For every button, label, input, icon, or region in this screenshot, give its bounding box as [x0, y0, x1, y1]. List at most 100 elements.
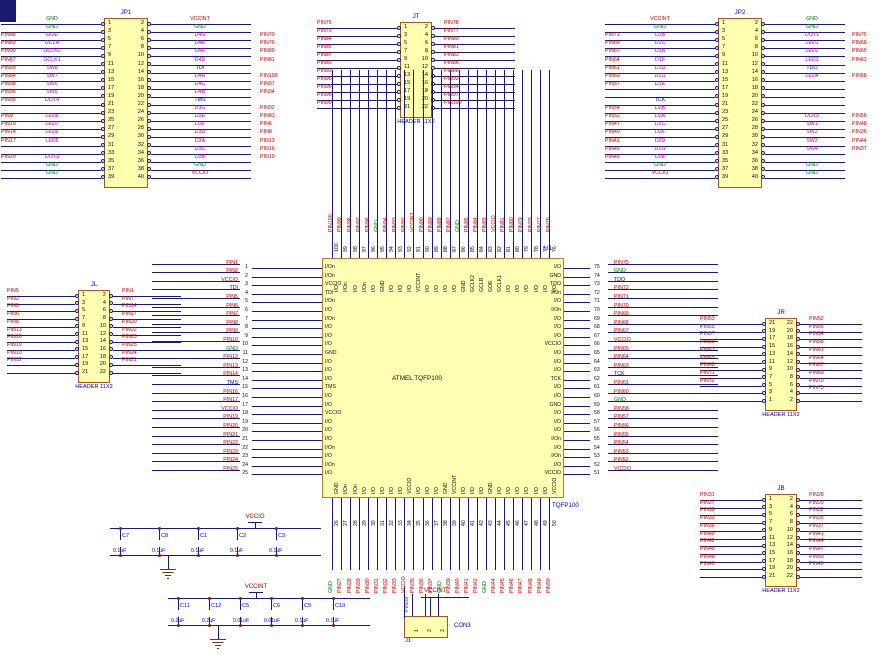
pin-pad-right: [795, 344, 800, 349]
ic-net-wire-top: [513, 70, 514, 190]
ic-net-label-left: PIN25: [223, 465, 238, 472]
signal-label-right: GND: [194, 24, 206, 31]
pin-pad-left: [761, 528, 766, 533]
net-wire-right: [800, 362, 862, 364]
net-wire-left: [1, 177, 101, 179]
ic-inner-name-right: I/O: [554, 324, 561, 331]
pin-pad-left: [100, 53, 105, 58]
net-label-left: PIN5: [7, 288, 19, 294]
ic-pin-wire-left: [252, 422, 322, 424]
ic-net-wire-left: [152, 452, 240, 454]
ic-net-wire-top: [494, 70, 496, 190]
signal-label-left: D2A: [654, 113, 666, 120]
cap-plate-upper: [0, 8, 16, 9]
ic-net-label-left: PIN5: [226, 293, 238, 300]
net-wire-right: [151, 88, 251, 90]
ic-pin-wire-left: [252, 414, 322, 416]
ic-net-wire-right: [608, 289, 718, 291]
pin-number-left: 17: [108, 84, 115, 91]
ic-pin-wire-left: [252, 328, 322, 330]
pin-number-right: 10: [786, 366, 793, 373]
ic-pin-number-left: 11: [242, 350, 248, 356]
ic-net-wire-top: [467, 70, 469, 190]
ic-net-wire-top: [404, 70, 406, 190]
net-label-right: PIN83: [260, 113, 275, 120]
pin-pad-right: [760, 37, 765, 42]
ic-pin-wire-right: [564, 354, 590, 355]
net-wire-right: [800, 339, 862, 341]
connector-body: [404, 616, 448, 638]
ic-pin-number-right: 57: [594, 418, 600, 425]
net-wire-right: [151, 129, 251, 131]
net-wire-right: [765, 177, 845, 179]
pin-pad-left: [761, 390, 766, 395]
net-label-left: PIN57: [700, 331, 715, 338]
pin-number-left: 17: [769, 557, 776, 564]
ic-net-wire-right: [608, 426, 718, 428]
net-wire-right: [151, 113, 251, 115]
signal-label-right: D4C: [194, 80, 206, 87]
pin-pad-left: [396, 25, 401, 30]
cap-ref: C8: [161, 533, 169, 539]
net-wire-right: [151, 145, 251, 147]
signal-label-left: GOE: [46, 32, 58, 39]
signal-label-left: D1F: [654, 56, 666, 63]
net-wire-right: [800, 324, 862, 325]
pin-pad-left: [761, 505, 766, 510]
net-label-right: PIN92: [260, 105, 275, 112]
net-label-right: PIN52: [809, 316, 824, 322]
pin-number-right: 10: [421, 56, 428, 62]
cap-plate-upper: [0, 20, 16, 21]
ic-inner-name-left: I/O: [325, 453, 332, 460]
ic-pin-wire-top: [377, 188, 379, 258]
net-label-left: PIN87: [1, 56, 16, 63]
pin-number-left: 13: [404, 72, 411, 78]
ic-pin-wire-bottom: [368, 498, 370, 570]
pin-pad-right: [795, 566, 800, 571]
ic-inner-name-top: GCLR: [479, 277, 486, 292]
net-label-left: PIN71: [605, 32, 620, 39]
pin-number-right: 36: [751, 157, 758, 164]
net-wire-right: [800, 385, 862, 387]
net-label-right: PIN19: [260, 153, 275, 160]
net-label-left: PIN45: [700, 545, 715, 552]
net-label-right: PIN76: [260, 40, 275, 47]
net-wire-left: [317, 92, 397, 93]
cap-plate-lower: [0, 5, 16, 6]
ic-pin-number-bottom: 27: [343, 520, 350, 526]
pin-number-right: 40: [751, 173, 758, 180]
net-wire-left: [700, 354, 762, 356]
ic-ref-label: U1: [544, 245, 553, 252]
cap-plate-upper: [0, 16, 16, 17]
ic-net-wire-left: [152, 280, 240, 282]
net-label-right: PIN17: [122, 311, 137, 318]
net-label-left: PIN2: [7, 295, 19, 302]
ic-inner-name-right: I/On: [551, 436, 561, 442]
ic-pin-wire-right: [564, 448, 590, 450]
net-wire-left: [7, 334, 75, 336]
ic-net-label-top: PIN90: [418, 217, 425, 232]
ic-pin-wire-bottom: [413, 498, 415, 570]
signal-label-left: LED7: [45, 121, 59, 128]
cap-value: 0.01uF: [264, 618, 281, 624]
net-wire-left: [1, 153, 101, 155]
ic-pin-number-bottom: 34: [406, 520, 413, 526]
pin-pad-right: [108, 362, 113, 367]
ic-net-wire-left: [152, 272, 240, 274]
ic-pin-number-top: 85: [470, 246, 477, 252]
ic-inner-name-bottom: I/O: [424, 487, 431, 494]
ic-inner-name-left: I/On: [325, 461, 335, 468]
signal-label-right: D3A: [194, 137, 206, 144]
signal-label-left: SW8: [46, 64, 58, 71]
net-wire-right: [151, 121, 251, 123]
net-label-right: PIN64: [809, 354, 824, 361]
net-wire-right: [800, 538, 862, 540]
ic-net-label-top: PIN96: [364, 217, 371, 232]
net-label-left: PIN65: [700, 355, 715, 361]
pin-number-left: 21: [722, 101, 729, 107]
net-wire-right: [151, 48, 251, 50]
pin-pad-left: [714, 126, 719, 131]
ic-net-label-left: PIN23: [223, 448, 238, 455]
pin-pad-left: [761, 383, 766, 388]
